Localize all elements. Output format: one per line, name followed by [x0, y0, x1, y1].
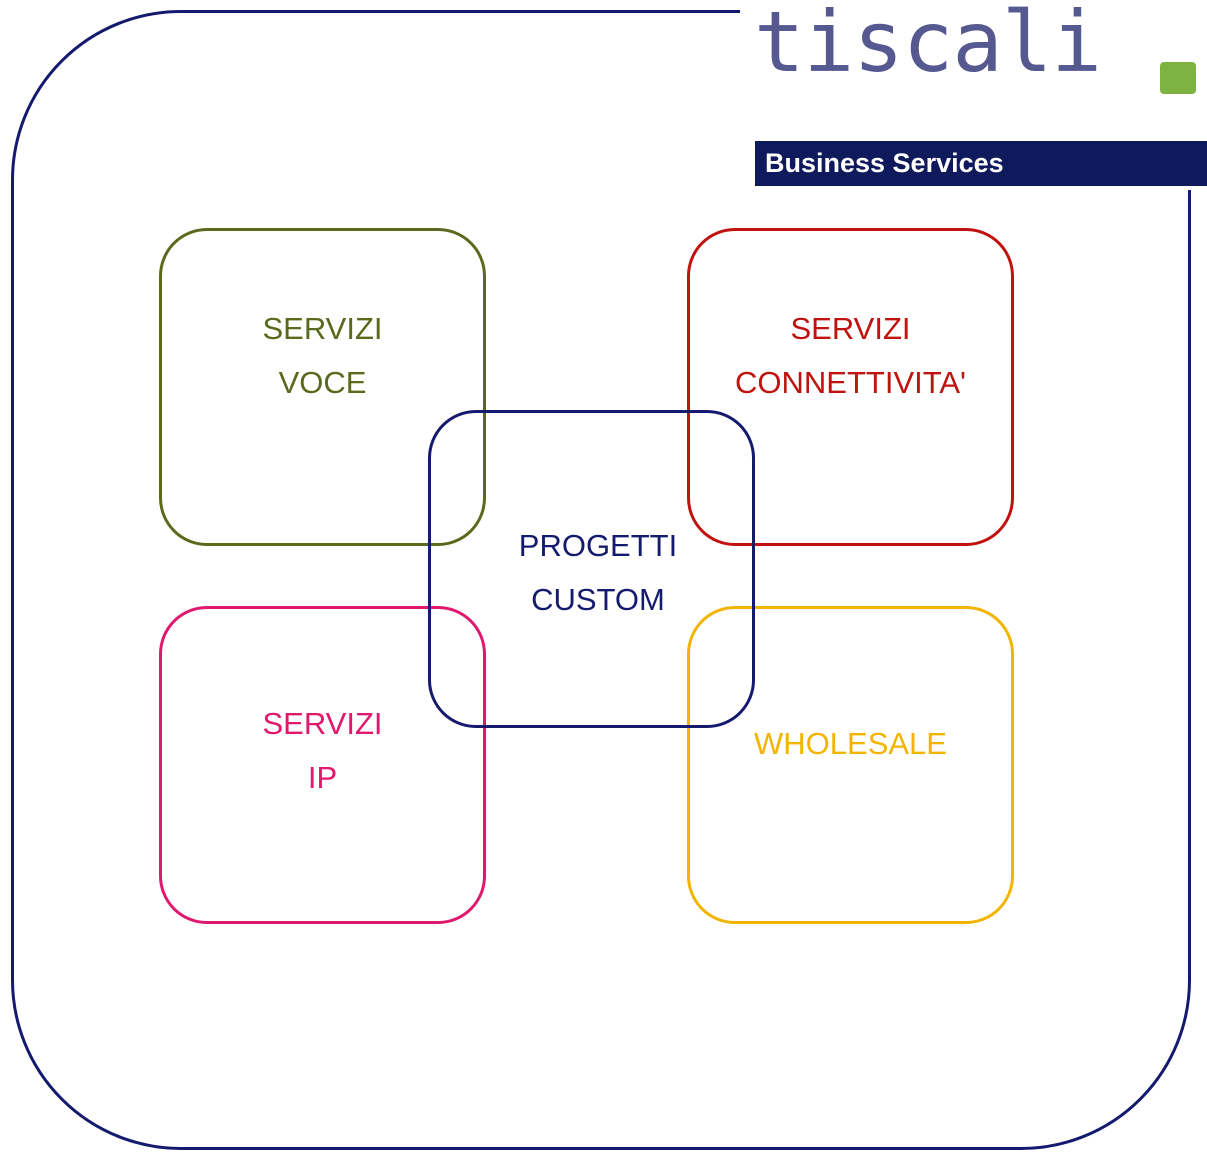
label-progetti-custom: PROGETTI CUSTOM — [428, 519, 768, 627]
outer-frame — [11, 10, 1191, 1150]
label-wholesale-line1: WHOLESALE — [754, 726, 947, 761]
box-wholesale — [687, 606, 1014, 924]
box-progetti-custom — [428, 410, 755, 728]
logo-subtitle: Business Services — [765, 148, 1004, 178]
box-servizi-voce — [159, 228, 486, 546]
box-servizi-connettivita — [687, 228, 1014, 546]
label-servizi-voce: SERVIZI VOCE — [159, 302, 486, 410]
logo-subtitle-bar: Business Services — [755, 141, 1207, 186]
label-progetti-custom-line2: CUSTOM — [531, 582, 665, 617]
tiscali-logo: tiscali Business Services — [740, 0, 1207, 190]
label-servizi-connettivita: SERVIZI CONNETTIVITA' — [687, 302, 1014, 410]
label-servizi-voce-line1: SERVIZI — [262, 311, 383, 346]
label-servizi-connettivita-line1: SERVIZI — [790, 311, 911, 346]
logo-wordmark: tiscali — [754, 0, 1102, 91]
label-servizi-connettivita-line2: CONNETTIVITA' — [735, 365, 966, 400]
label-wholesale: WHOLESALE — [687, 717, 1014, 771]
label-progetti-custom-line1: PROGETTI — [518, 528, 678, 563]
label-servizi-ip-line1: SERVIZI — [262, 706, 383, 741]
label-servizi-ip: SERVIZI IP — [159, 697, 486, 805]
logo-dot-icon — [1160, 62, 1196, 94]
label-servizi-ip-line2: IP — [307, 760, 338, 795]
box-servizi-ip — [159, 606, 486, 924]
label-servizi-voce-line2: VOCE — [278, 365, 367, 400]
